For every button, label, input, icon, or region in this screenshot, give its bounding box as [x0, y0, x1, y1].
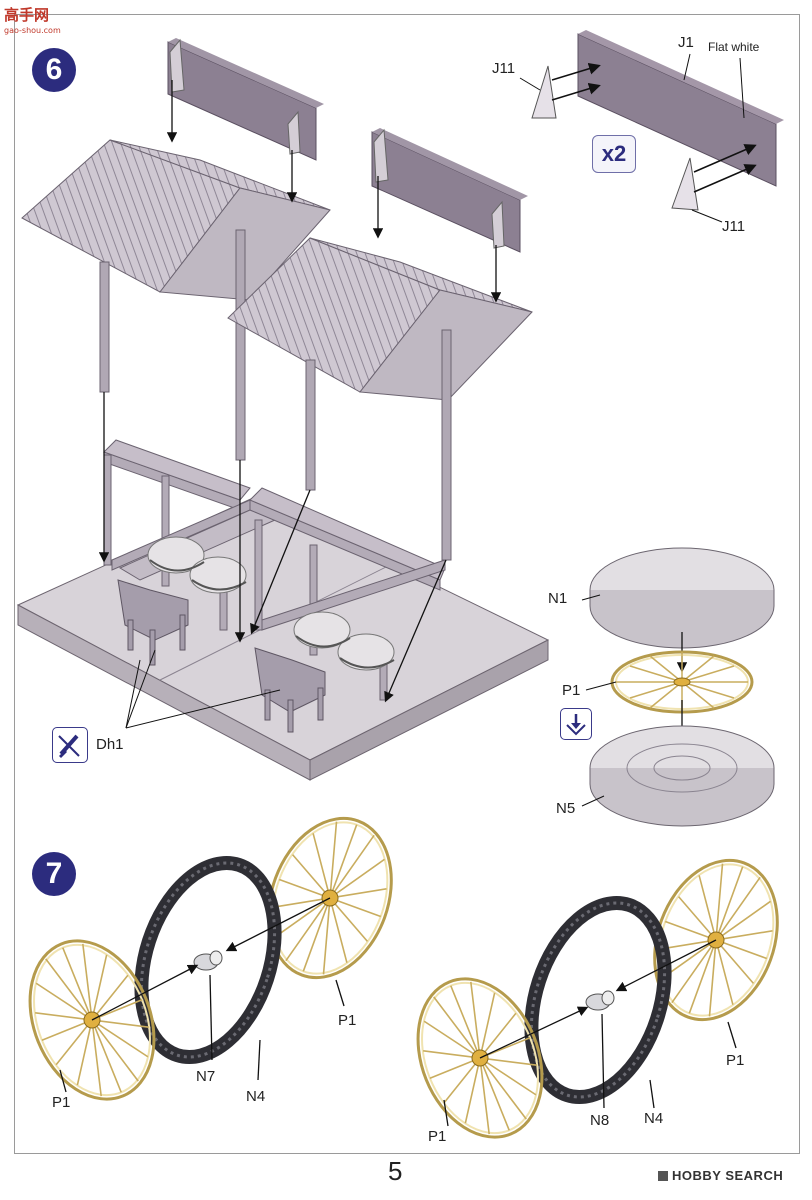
- paint-brush-icon: [52, 727, 88, 763]
- page-frame: [14, 14, 800, 1154]
- step-6-badge: 6: [32, 48, 76, 92]
- label-n4-left: N4: [246, 1088, 266, 1105]
- table-assembly-detail: [581, 547, 775, 827]
- stall-frame-right: [249, 487, 446, 701]
- brand-box-icon: [658, 1171, 668, 1181]
- label-p1-right-back: P1: [726, 1052, 745, 1069]
- flip-down-icon: [560, 708, 592, 740]
- hub-n8: [585, 990, 615, 1011]
- label-n1: N1: [548, 590, 568, 607]
- page-number: 5: [388, 1156, 403, 1186]
- label-n5: N5: [556, 800, 576, 817]
- chair-left: [117, 579, 189, 666]
- site-watermark-logo: 高手网: [4, 4, 70, 38]
- site-watermark-url: gao-shou.com: [4, 26, 61, 35]
- label-n4-right: N4: [644, 1110, 664, 1127]
- step-7-badge: 7: [32, 852, 76, 896]
- wheel-assembly-right: [416, 858, 779, 1139]
- label-j11-bottom: J11: [722, 218, 746, 235]
- label-dh1: Dh1: [96, 736, 124, 753]
- sign-board-left: [167, 38, 324, 161]
- hub-n7: [193, 950, 223, 971]
- label-p1-left-front: P1: [52, 1094, 71, 1111]
- produce-baskets-left: [147, 536, 247, 594]
- site-watermark-name: 高手网: [4, 6, 50, 24]
- label-p1-table: P1: [562, 682, 581, 699]
- chair-right: [254, 647, 326, 733]
- dh1-leader-lines: [125, 649, 281, 729]
- wheel-assembly-left: [28, 816, 393, 1101]
- roof-right: [227, 237, 533, 561]
- label-j11-top: J11: [492, 60, 516, 77]
- label-n8: N8: [590, 1112, 610, 1129]
- brand-text: HOBBY SEARCH: [672, 1168, 784, 1183]
- label-j1: J1: [678, 34, 694, 51]
- tire-n4-left: [134, 855, 282, 1065]
- detail-sign-j1: [519, 30, 784, 223]
- label-p1-left-back: P1: [338, 1012, 357, 1029]
- produce-baskets-right: [293, 611, 395, 671]
- quantity-x2-badge: x2: [592, 135, 636, 173]
- assembly-arrows-step6: [98, 80, 502, 703]
- label-p1-right-front: P1: [428, 1128, 447, 1145]
- brand-watermark: HOBBY SEARCH: [658, 1168, 783, 1183]
- tire-n4-right: [524, 895, 672, 1105]
- sign-board-right: [371, 128, 528, 253]
- label-flat-white: Flat white: [708, 40, 760, 54]
- label-n7: N7: [196, 1068, 216, 1085]
